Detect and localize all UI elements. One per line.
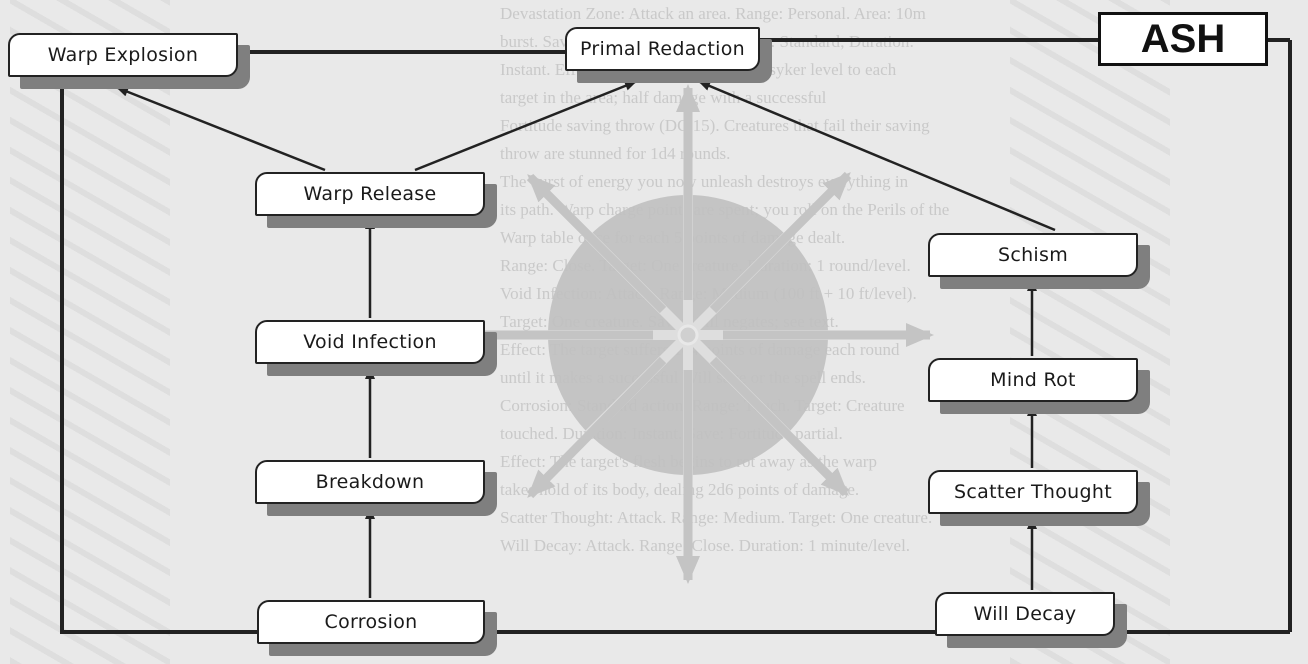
ash-badge-label: ASH [1140, 16, 1226, 61]
outer-loop [60, 38, 1292, 634]
compass-starburst [438, 84, 934, 584]
arrow-warp-release-to-warp-explosion [116, 86, 326, 172]
background-text-line: Will Decay: Attack. Range: Close. Durati… [500, 536, 911, 555]
node-corrosion: Corrosion [257, 600, 485, 644]
node-will-decay-label: Will Decay [973, 603, 1077, 625]
background-text-line: Devastation Zone: Attack an area. Range:… [500, 4, 926, 23]
node-schism-label: Schism [997, 244, 1069, 266]
arrow-schism-to-primal-redaction [698, 80, 1056, 232]
node-mind-rot-label: Mind Rot [990, 369, 1076, 391]
node-void-infection: Void Infection [255, 320, 485, 364]
node-scatter-thought-label: Scatter Thought [954, 481, 1112, 503]
background-text-line: Scatter Thought: Attack. Range: Medium. … [500, 508, 933, 527]
node-breakdown: Breakdown [255, 460, 485, 504]
node-warp-explosion-label: Warp Explosion [47, 44, 199, 66]
helix-decoration-left [10, 0, 170, 664]
node-void-infection-label: Void Infection [303, 331, 437, 353]
node-corrosion-label: Corrosion [324, 611, 418, 633]
arrow-warp-release-to-primal-redaction [414, 80, 637, 172]
helix-decoration-right [1010, 0, 1170, 664]
node-warp-release-label: Warp Release [303, 183, 437, 205]
background-text-line: takes hold of its body, dealing 2d6 poin… [500, 480, 860, 499]
node-breakdown-label: Breakdown [315, 471, 425, 493]
node-primal-redaction: Primal Redaction [565, 27, 760, 71]
node-will-decay: Will Decay [935, 592, 1115, 636]
node-scatter-thought: Scatter Thought [928, 470, 1138, 514]
node-primal-redaction-label: Primal Redaction [579, 38, 746, 60]
node-mind-rot: Mind Rot [928, 358, 1138, 402]
node-schism: Schism [928, 233, 1138, 277]
node-warp-release: Warp Release [255, 172, 485, 216]
ash-badge: ASH [1098, 12, 1268, 66]
node-warp-explosion: Warp Explosion [8, 33, 238, 77]
